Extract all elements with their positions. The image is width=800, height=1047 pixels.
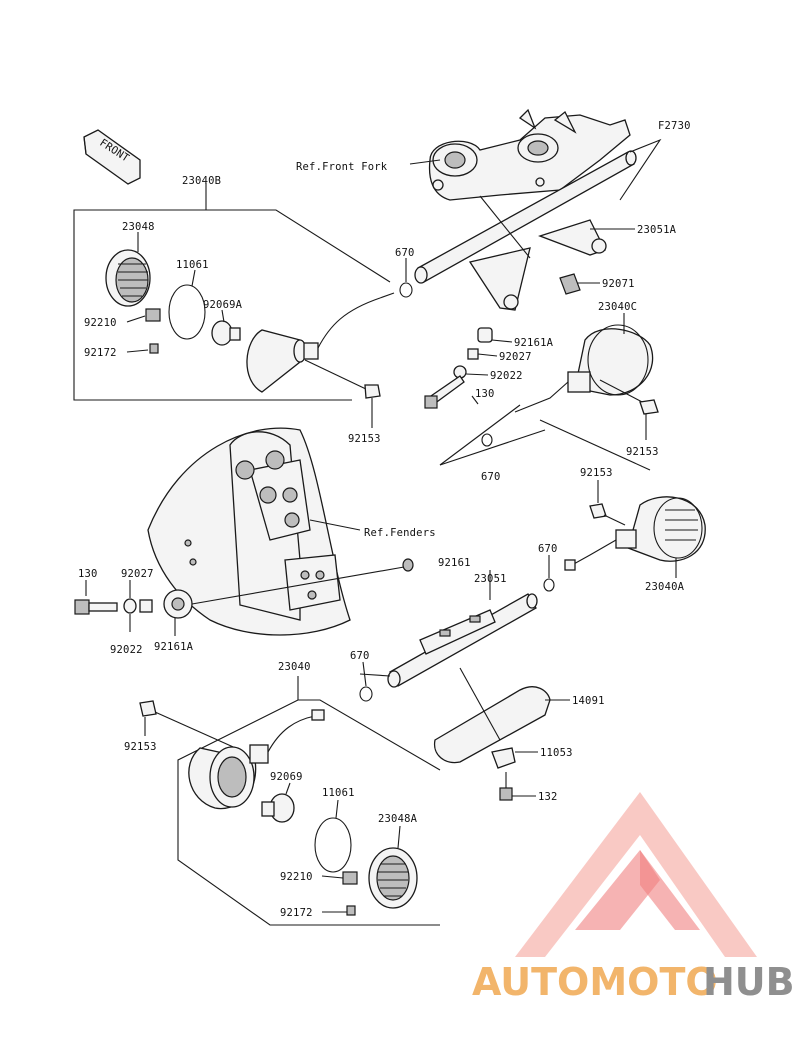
bulb-92069 (261, 793, 295, 823)
watermark-logo-icon (515, 792, 757, 957)
front-fork-clamp (428, 108, 631, 201)
part-92022-left: 92022 (110, 644, 143, 656)
fender-assembly (147, 427, 351, 636)
screw-92172-top (149, 343, 159, 354)
part-92027-left: 92027 (121, 568, 154, 580)
gasket-11061-bottom (314, 817, 352, 873)
clip-92071 (559, 273, 581, 295)
part-670-mid: 670 (481, 471, 501, 483)
part-92153-right: 92153 (580, 467, 613, 479)
part-23048: 23048 (122, 221, 155, 233)
part-92153-topleft: 92153 (348, 433, 381, 445)
lens-23048 (105, 249, 151, 307)
part-92210-top: 92210 (84, 317, 117, 329)
part-92161A-left: 92161A (154, 641, 194, 653)
part-92153-bottom: 92153 (124, 741, 157, 753)
bracket-23051A (414, 150, 637, 311)
part-23040: 23040 (278, 661, 311, 673)
oring-670-mid (481, 433, 493, 447)
part-23051A: 23051A (637, 224, 677, 236)
part-92071: 92071 (602, 278, 635, 290)
oring-670-bottom (359, 686, 373, 702)
oring-670-top (399, 282, 413, 298)
collar-92027-left (139, 599, 153, 613)
part-670-right: 670 (538, 543, 558, 555)
washer-92153-topright (639, 399, 659, 415)
washer-92153-topleft (364, 384, 381, 399)
washer-92153-right (589, 503, 607, 519)
bulb-92069A (211, 320, 241, 346)
clip-11053 (491, 747, 516, 769)
part-92210-bottom: 92210 (280, 871, 313, 883)
part-670-bottom: 670 (350, 650, 370, 662)
ref-fenders-label: Ref.Fenders (364, 527, 436, 539)
collar-92027-top (467, 348, 479, 360)
part-92161: 92161 (438, 557, 471, 569)
part-11061-bottom: 11061 (322, 787, 355, 799)
part-14091: 14091 (572, 695, 605, 707)
bolt-130-left (74, 599, 118, 615)
turn-signal-23040C (514, 324, 654, 413)
assembly-23040B-frame (73, 183, 391, 401)
turn-signal-housing-bottom (188, 709, 325, 810)
part-92069A: 92069A (203, 299, 243, 311)
part-92022-top: 92022 (490, 370, 523, 382)
part-23040A: 23040A (645, 581, 685, 593)
part-11061-top: 11061 (176, 259, 209, 271)
cover-14091 (433, 686, 551, 764)
part-92161A-top: 92161A (514, 337, 554, 349)
part-670-top: 670 (395, 247, 415, 259)
grommet-92161A-top (477, 327, 493, 343)
part-130-top: 130 (475, 388, 495, 400)
part-130-left: 130 (78, 568, 98, 580)
part-92172-bottom: 92172 (280, 907, 313, 919)
watermark-text-2: HUB (703, 960, 795, 1004)
figure-code: F2730 (658, 120, 691, 132)
bracket-23051 (387, 593, 538, 688)
washer-92022-left (123, 598, 137, 614)
front-arrow-icon: FRONT (83, 129, 141, 185)
part-23048A: 23048A (378, 813, 418, 825)
part-92153-topright: 92153 (626, 446, 659, 458)
oring-670-right (543, 578, 555, 592)
part-23051: 23051 (474, 573, 507, 585)
part-23040C: 23040C (598, 301, 637, 313)
nut-92210-bottom (342, 871, 358, 885)
gasket-11061-top (168, 284, 206, 340)
part-92027-top: 92027 (499, 351, 532, 363)
screw-132 (499, 772, 513, 801)
part-132: 132 (538, 791, 558, 803)
grommet-92161A-left (163, 589, 193, 619)
watermark-text-1: AUTOMOTO (472, 960, 718, 1004)
part-11053: 11053 (540, 747, 573, 759)
part-92172-top: 92172 (84, 347, 117, 359)
lens-23048A (368, 847, 418, 909)
nut-92210-top (145, 308, 161, 322)
washer-92153-bottom (139, 700, 157, 717)
part-23040B: 23040B (182, 175, 221, 187)
bolt-130-top (424, 375, 465, 409)
turn-signal-23040A (564, 496, 706, 571)
ref-front-fork-label: Ref.Front Fork (296, 161, 388, 173)
turn-signal-housing-top (246, 292, 395, 393)
screw-92172-bottom (346, 905, 356, 916)
part-92069: 92069 (270, 771, 303, 783)
